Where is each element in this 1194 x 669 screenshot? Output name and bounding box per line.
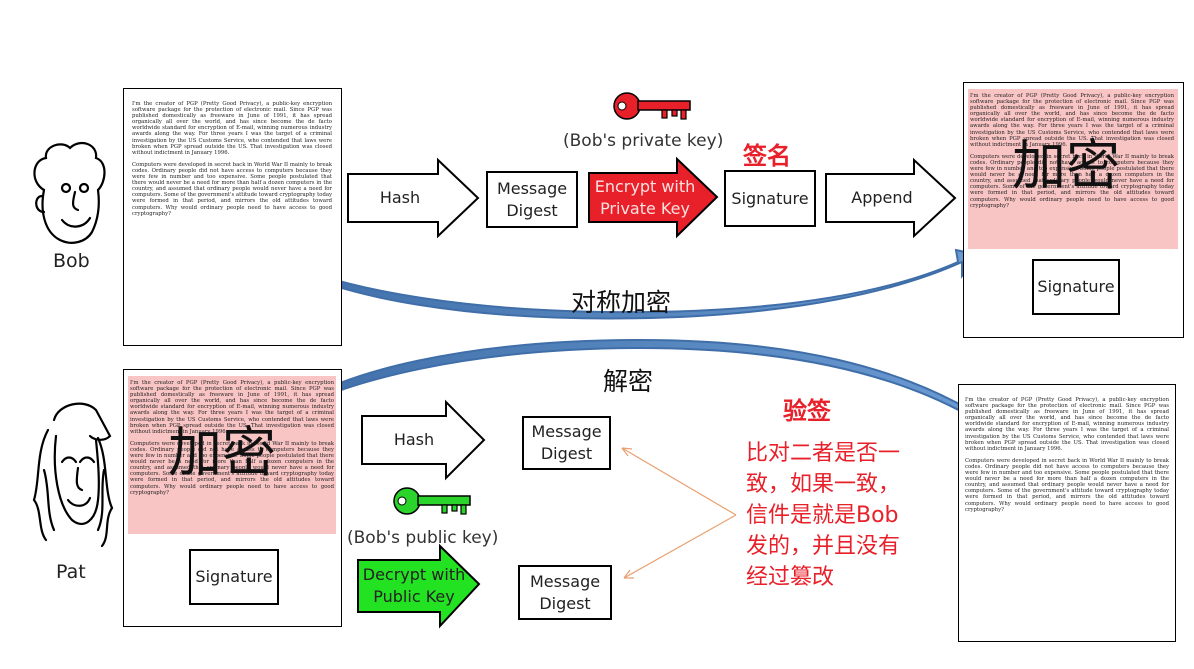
digest-line-1: Message — [496, 178, 568, 198]
encrypt-arrow — [588, 156, 719, 239]
encrypt-label: Encrypt with Private Key — [589, 176, 701, 220]
decrypt-line-2: Public Key — [373, 587, 455, 606]
encrypt-line-1: Encrypt with — [594, 177, 696, 196]
verify-line-4: 发的，并且没有 — [746, 534, 901, 559]
digest-line-2: Digest — [506, 200, 558, 220]
document-paragraph-2: Computers were developed in secret back … — [965, 457, 1169, 513]
verify-line-1: 比对二者是否一 — [746, 441, 901, 466]
symmetric-encrypt-label: 对称加密 — [571, 288, 672, 317]
verify-title: 验签 — [783, 397, 831, 425]
document-paragraph-1: I'm the creator of PGP (Pretty Good Priv… — [965, 397, 1169, 452]
pat-face-icon — [32, 402, 114, 548]
signature-box-attached: Signature — [1032, 259, 1120, 315]
private-key-label: (Bob's private key) — [563, 131, 724, 151]
digest-line-1: Message — [529, 571, 601, 591]
encrypted-label: 加密 — [1012, 134, 1120, 197]
document-paragraph-2: Computers were developed in secret back … — [130, 440, 334, 496]
digest-line-1: Message — [531, 422, 602, 441]
encrypt-line-2: Private Key — [600, 199, 690, 218]
document-text: I'm the creator of PGP (Pretty Good Priv… — [970, 93, 1174, 215]
document-paragraph-1: I'm the creator of PGP (Pretty Good Priv… — [970, 93, 1174, 148]
public-key-label: (Bob's public key) — [347, 528, 499, 548]
decrypt-arrow — [357, 543, 481, 629]
compare-line-top — [621, 447, 737, 516]
bob-document: I'm the creator of PGP (Pretty Good Priv… — [123, 88, 342, 346]
document-text: I'm the creator of PGP (Pretty Good Priv… — [132, 101, 332, 223]
hash-arrow-bottom — [361, 399, 486, 481]
digest-line-2: Digest — [540, 444, 593, 463]
private-key-icon — [613, 92, 691, 120]
decrypt-line-1: Decrypt with — [362, 565, 466, 584]
encrypted-highlight — [128, 376, 336, 534]
verify-description: 比对二者是否一 致，如果一致， 信件是就是Bob 发的，并且没有 经过篡改 — [746, 438, 900, 593]
hash-label-top: Hash — [379, 188, 421, 207]
message-digest-box-decrypted: Message Digest — [518, 565, 612, 620]
append-label: Append — [851, 188, 913, 207]
bob-face-icon — [33, 141, 106, 244]
verify-line-3: 信件是就是Bob — [746, 503, 899, 528]
document-paragraph-1: I'm the creator of PGP (Pretty Good Priv… — [130, 380, 334, 435]
pat-received-document: I'm the creator of PGP (Pretty Good Priv… — [123, 369, 342, 627]
verify-line-5: 经过篡改 — [746, 565, 835, 590]
signature-box-top: Signature — [724, 170, 816, 227]
encrypted-label: 加密 — [168, 421, 276, 484]
document-paragraph-2: Computers were developed in secret back … — [132, 161, 333, 217]
decrypt-text: Decrypt with Public Key — [358, 564, 470, 608]
append-arrow — [825, 157, 957, 239]
hash-arrow-top — [347, 157, 480, 239]
sign-label: 签名 — [743, 142, 791, 170]
hash-label-bottom: Hash — [393, 430, 435, 449]
digest-line-2: Digest — [539, 593, 591, 613]
message-digest-box-top: Message Digest — [486, 171, 578, 228]
compare-line-bottom — [623, 514, 737, 579]
pat-name: Pat — [56, 561, 86, 583]
message-digest-box-hashed: Message Digest — [522, 416, 611, 470]
verify-line-2: 致，如果一致， — [746, 472, 901, 497]
document-paragraph-2: Computers were developed in secret back … — [970, 153, 1174, 209]
decrypt-label: 解密 — [603, 367, 654, 396]
document-paragraph-1: I'm the creator of PGP (Pretty Good Priv… — [132, 101, 332, 156]
document-text: I'm the creator of PGP (Pretty Good Priv… — [130, 380, 334, 502]
encrypted-signed-document: I'm the creator of PGP (Pretty Good Priv… — [963, 82, 1184, 338]
decrypted-document: I'm the creator of PGP (Pretty Good Priv… — [958, 384, 1176, 642]
public-key-icon — [393, 487, 471, 515]
pat-signature-box: Signature — [189, 549, 279, 605]
encrypted-highlight — [968, 89, 1178, 249]
bob-name: Bob — [53, 250, 90, 272]
document-text: I'm the creator of PGP (Pretty Good Priv… — [965, 397, 1169, 519]
